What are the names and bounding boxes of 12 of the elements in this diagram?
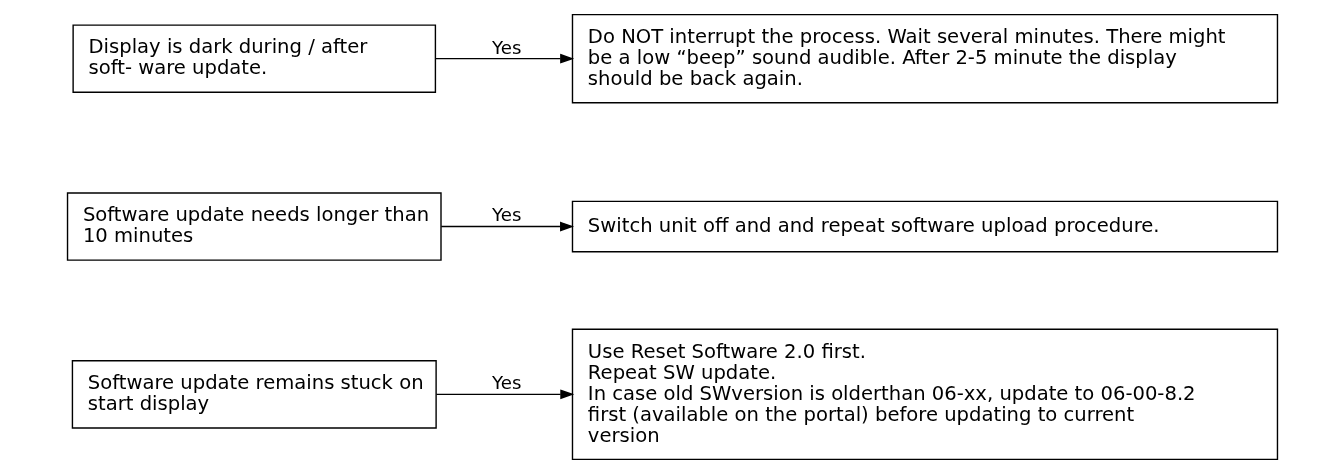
node-box: Do NOT interrupt the process. Wait several minutes. There might be a low “beep” sound audible. After 2-5 minute the display should be back again.	[571, 13, 1278, 103]
node-box: Switch unit off and and repeat software upload procedure.	[571, 200, 1278, 252]
node-box: Use Reset Software 2.0 first. Repeat SW update. In case old SWversion is olderthan 06-xx, update to 06-00-8.2 first (available on the portal) before updating to current version	[571, 328, 1278, 460]
node-box: Display is dark during / after soft- ware update.	[71, 23, 436, 93]
arrow	[435, 388, 574, 399]
arrow	[434, 53, 574, 64]
node-box: Software update remains stuck on start display	[71, 359, 437, 429]
arrow	[440, 221, 574, 231]
node-box: Software update needs longer than 10 minutes	[66, 191, 442, 261]
edge-label: Yes	[491, 36, 521, 58]
edge-label: Yes	[491, 371, 521, 393]
edge-label: Yes	[491, 203, 521, 225]
